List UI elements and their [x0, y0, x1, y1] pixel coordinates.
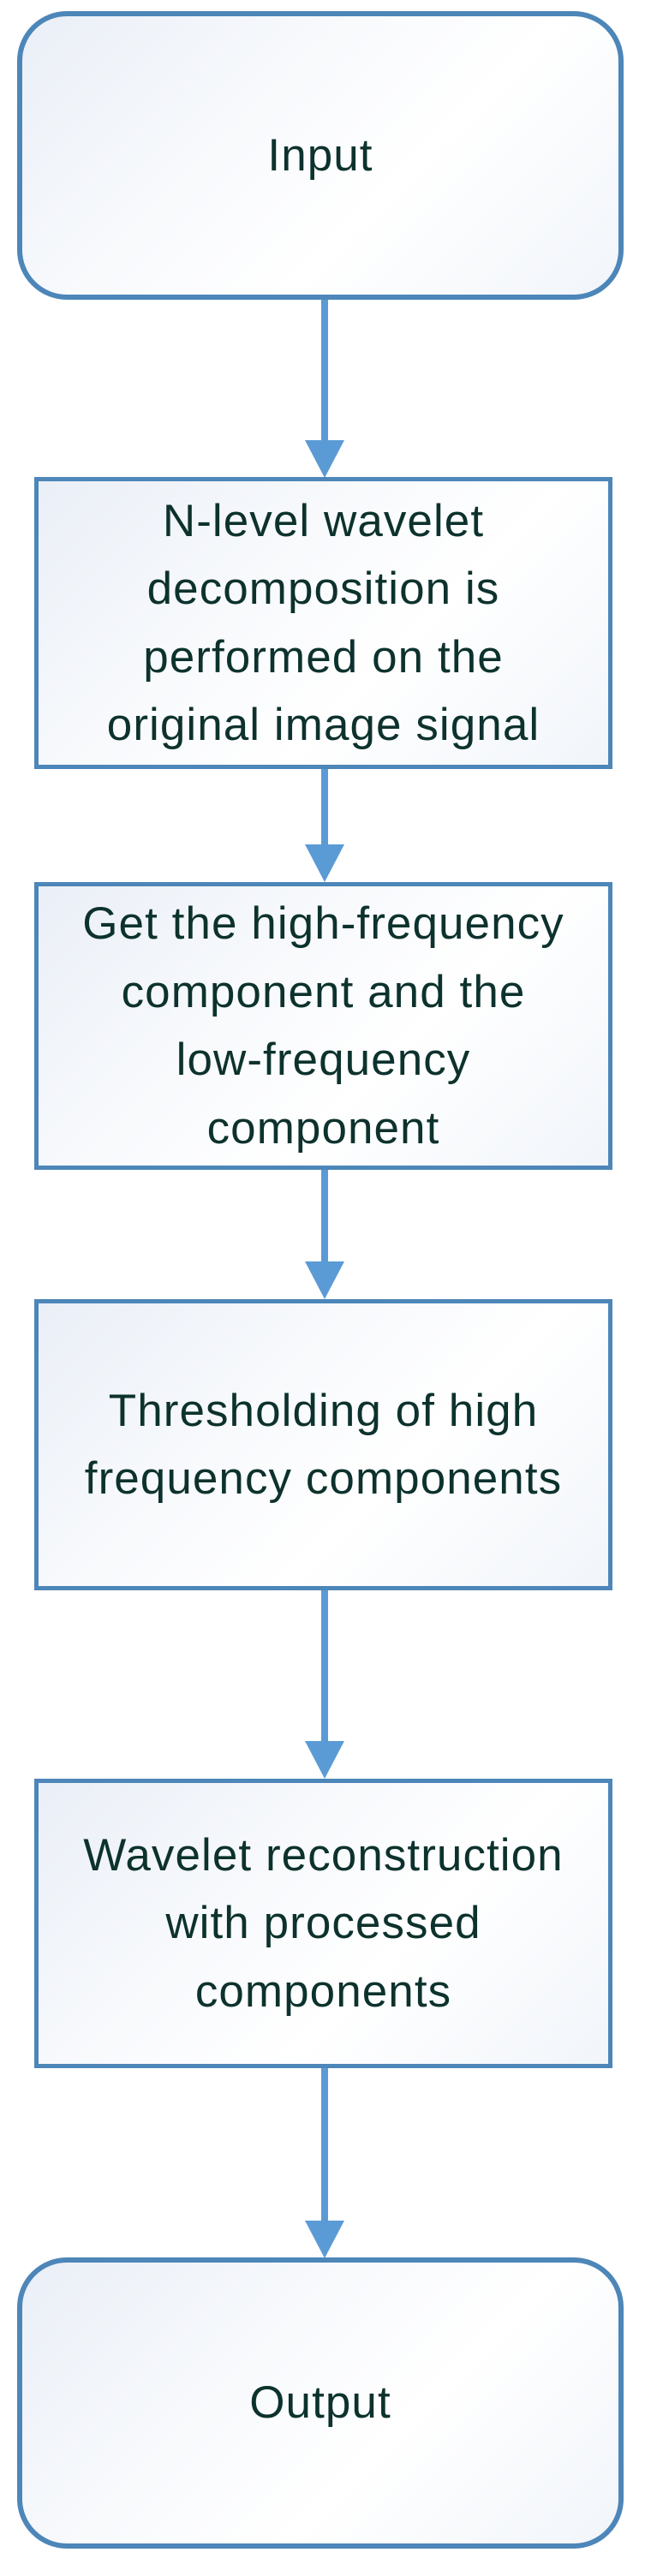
node-input: Input — [17, 11, 624, 300]
node-wavelet-decomposition: N-level wavelet decomposition is perform… — [34, 477, 612, 769]
edge-input-to-decomposition — [305, 300, 344, 478]
node-output-label: Output — [249, 2377, 391, 2429]
edge-components-to-thresholding — [305, 1170, 344, 1299]
arrowhead-down-icon — [305, 1261, 344, 1299]
edge-reconstruction-to-output — [305, 2068, 344, 2258]
arrow-line — [321, 300, 328, 440]
arrowhead-down-icon — [305, 1741, 344, 1779]
edge-thresholding-to-reconstruction — [305, 1590, 344, 1779]
node-reconstruction: Wavelet reconstruction with processed co… — [34, 1779, 612, 2068]
node-wavelet-decomposition-label: N-level wavelet decomposition is perform… — [106, 495, 540, 751]
arrowhead-down-icon — [305, 440, 344, 478]
arrowhead-down-icon — [305, 2221, 344, 2258]
arrow-line — [321, 1590, 328, 1741]
node-get-components: Get the high-frequency component and the… — [34, 882, 612, 1170]
node-reconstruction-label: Wavelet reconstruction with processed co… — [83, 1829, 564, 2017]
node-output: Output — [17, 2257, 624, 2549]
arrow-line — [321, 2068, 328, 2221]
node-thresholding-label: Thresholding of high frequency component… — [84, 1385, 563, 1505]
node-input-label: Input — [267, 129, 373, 181]
edge-decomposition-to-components — [305, 769, 344, 882]
node-thresholding: Thresholding of high frequency component… — [34, 1299, 612, 1590]
arrow-line — [321, 1170, 328, 1261]
arrowhead-down-icon — [305, 844, 344, 882]
arrow-line — [321, 769, 328, 844]
node-get-components-label: Get the high-frequency component and the… — [82, 898, 564, 1154]
